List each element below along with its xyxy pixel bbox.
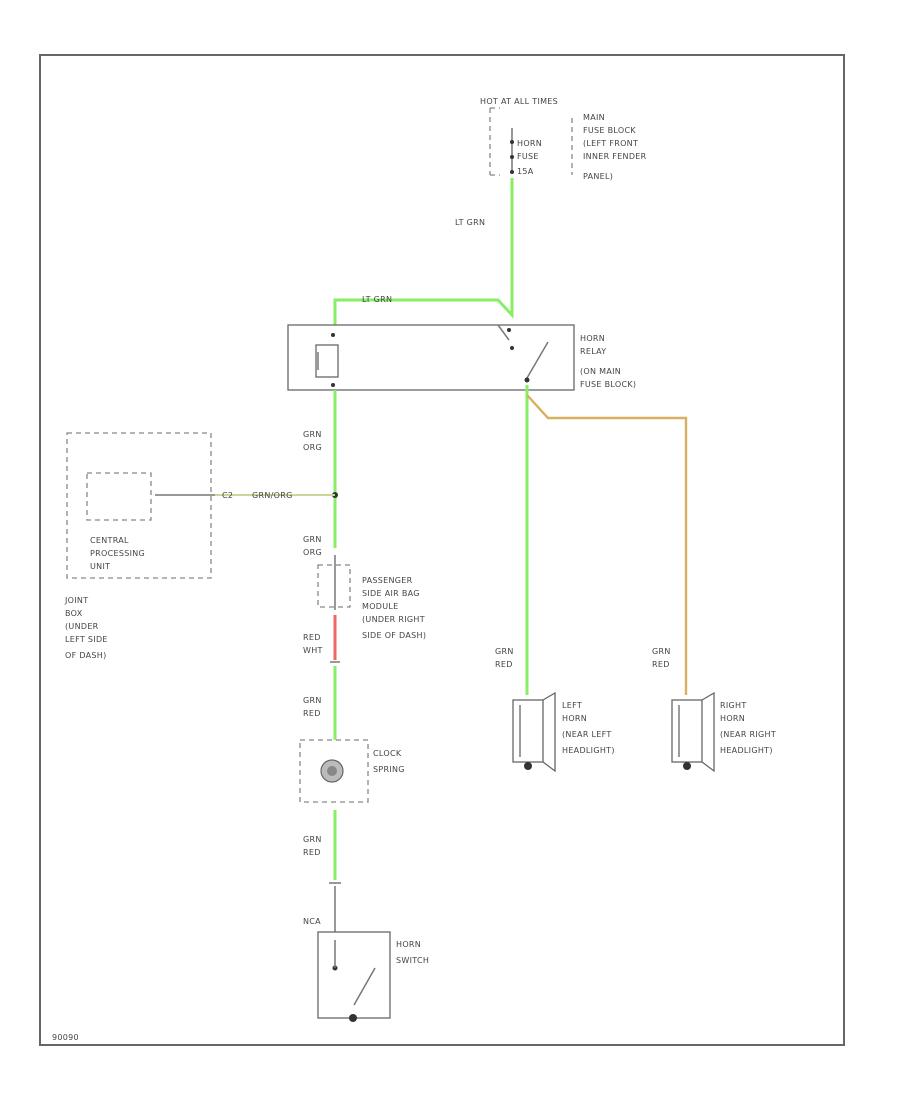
clock-spring-hub	[327, 766, 337, 776]
left-horn-label-2: HORN	[562, 714, 587, 723]
wire-label-grn-org-horizontal: GRN/ORG	[252, 491, 293, 500]
wire-label-grn-red-mid-1: GRN	[303, 696, 322, 705]
joint-box-outline	[66, 432, 212, 579]
fuse-label-2: FUSE	[517, 152, 539, 161]
wire-label-red-wht-1: RED	[303, 633, 321, 642]
fuse-header: HOT AT ALL TIMES	[480, 97, 558, 106]
fuse-block-label-4: INNER FENDER	[583, 152, 647, 161]
right-horn-label-4: HEADLIGHT)	[720, 746, 773, 755]
relay-coil-terminal-top	[331, 333, 335, 337]
wire-label-grn-org-lower-2: ORG	[303, 548, 322, 557]
horn-switch-ground	[349, 1014, 357, 1022]
horn-switch-label-1: HORN	[396, 940, 421, 949]
horn-relay-label-3: (ON MAIN	[580, 367, 621, 376]
wire-label-red-wht-2: WHT	[303, 646, 323, 655]
right-horn-label-2: HORN	[720, 714, 745, 723]
wire-to-right-horn	[526, 394, 688, 695]
left-horn-icon	[512, 691, 556, 773]
horn-relay-label-4: FUSE BLOCK)	[580, 380, 636, 389]
clock-spring-outline	[299, 739, 369, 803]
wire-label-right-horn-2: RED	[652, 660, 670, 669]
wire-label-grn-org-lower-1: GRN	[303, 535, 322, 544]
wire-lt-grn	[333, 178, 514, 325]
horn-switch-box	[317, 931, 391, 1019]
airbag-label-4: (UNDER RIGHT	[362, 615, 425, 624]
wire-label-right-horn-1: GRN	[652, 647, 671, 656]
airbag-label-2: SIDE AIR BAG	[362, 589, 420, 598]
connector-c2-label: C2	[222, 491, 233, 500]
clock-spring-label-1: CLOCK	[373, 749, 402, 758]
horn-relay-box	[287, 324, 575, 391]
fuse-block-label-5: PANEL)	[583, 172, 613, 181]
relay-switch-input	[507, 328, 511, 332]
relay-coil	[315, 344, 339, 378]
clock-spring-label-2: SPRING	[373, 765, 405, 774]
wire-label-lt-grn-vertical: LT GRN	[455, 218, 485, 227]
wire-label-lt-grn-horizontal: LT GRN	[362, 295, 392, 304]
joint-box-label-4: LEFT SIDE	[65, 635, 108, 644]
wire-label-grn-org-top-1: GRN	[303, 430, 322, 439]
wire-label-grn-red-low-1: GRN	[303, 835, 322, 844]
wire-label-grn-red-low-2: RED	[303, 848, 321, 857]
left-horn-label-4: HEADLIGHT)	[562, 746, 615, 755]
fuse-terminal-bottom	[510, 170, 514, 174]
horn-switch-arm	[353, 967, 376, 1006]
left-horn-label-3: (NEAR LEFT	[562, 730, 612, 739]
wire-label-left-horn-2: RED	[495, 660, 513, 669]
fuse-block-label-2: FUSE BLOCK	[583, 126, 636, 135]
joint-box-label-5: OF DASH)	[65, 651, 107, 660]
wire-label-grn-org-top-2: ORG	[303, 443, 322, 452]
diagram-frame	[39, 54, 845, 1046]
cpu-label-1: CENTRAL	[90, 536, 129, 545]
horn-relay-label-2: RELAY	[580, 347, 607, 356]
relay-input-lead	[497, 324, 510, 341]
airbag-label-3: MODULE	[362, 602, 399, 611]
right-horn-label-3: (NEAR RIGHT	[720, 730, 776, 739]
figure-id: 90090	[52, 1033, 79, 1042]
joint-box-label-2: BOX	[65, 609, 83, 618]
fuse-block-label-1: MAIN	[583, 113, 605, 122]
airbag-label-1: PASSENGER	[362, 576, 413, 585]
fuse-terminal-mid	[510, 155, 514, 159]
right-horn-label-1: RIGHT	[720, 701, 747, 710]
relay-coil-terminal-bottom	[331, 383, 335, 387]
cpu-label-2: PROCESSING	[90, 549, 145, 558]
fuse-terminal-top	[510, 140, 514, 144]
airbag-label-5: SIDE OF DASH)	[362, 631, 426, 640]
joint-box-label-1: JOINT	[64, 596, 88, 605]
horn-relay-label-1: HORN	[580, 334, 605, 343]
joint-box-label-3: (UNDER	[65, 622, 99, 631]
left-horn-label-1: LEFT	[562, 701, 582, 710]
cpu-outline	[86, 472, 152, 521]
fuse-label-1: HORN	[517, 139, 542, 148]
nca-label: NCA	[303, 917, 321, 926]
horn-switch-label-2: SWITCH	[396, 956, 429, 965]
fuse-block-label-3: (LEFT FRONT	[583, 139, 638, 148]
cpu-label-3: UNIT	[90, 562, 110, 571]
relay-switch-terminal	[510, 346, 514, 350]
airbag-module-outline	[317, 564, 351, 608]
right-horn-icon	[671, 691, 715, 773]
relay-switch-arm	[526, 341, 549, 379]
relay-switch-output	[524, 377, 530, 383]
fuse-label-3: 15A	[517, 167, 534, 176]
wire-label-left-horn-1: GRN	[495, 647, 514, 656]
wire-label-grn-red-mid-2: RED	[303, 709, 321, 718]
